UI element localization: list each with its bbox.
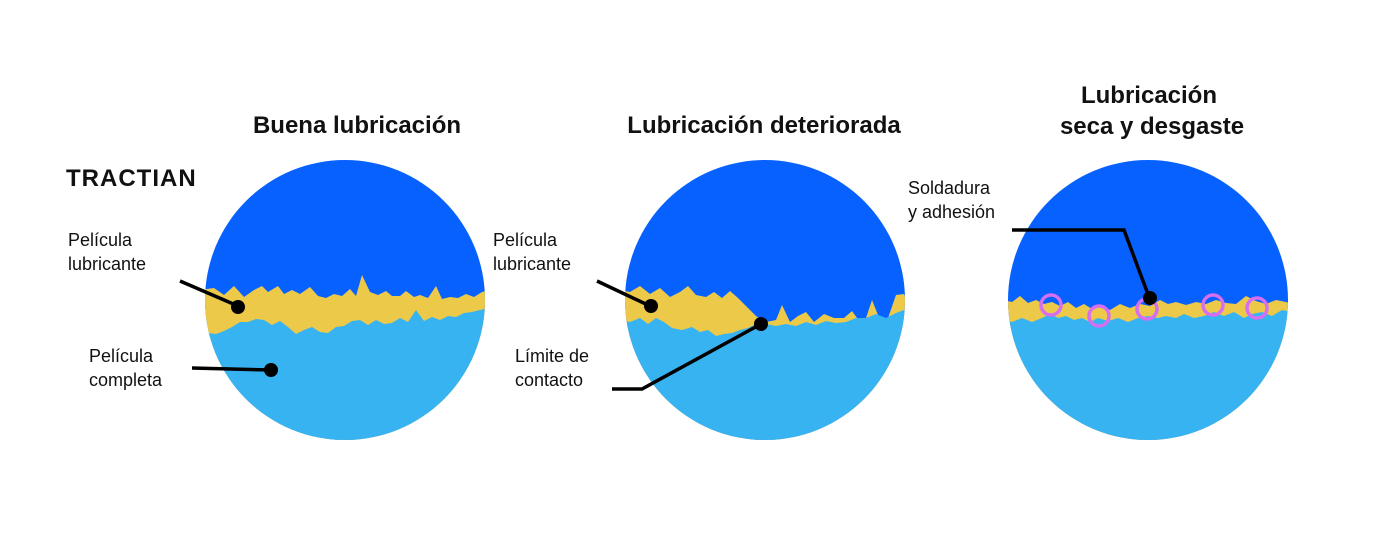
- panel-2-contact-dot: [754, 317, 768, 331]
- panel-3-weld-dot: [1143, 291, 1157, 305]
- panel-3-lower-surface: [1008, 310, 1288, 440]
- panel-3-weld-marker-5: [1245, 296, 1269, 320]
- panel-3-title-line-2: seca y desgaste: [1060, 113, 1244, 140]
- panel-1-film-leader: [179, 279, 239, 308]
- panel-3-weld-label-line-2: y adhesión: [908, 202, 995, 222]
- panel-2-film-label-line-1: Película: [493, 230, 558, 250]
- panel-1-title: Buena lubricación: [253, 112, 461, 139]
- panel-3-weld-leader: [1012, 228, 1151, 298]
- panel-3-title-line-1: Lubricación: [1081, 82, 1217, 109]
- panel-1-full-label-line-1: Película: [89, 346, 154, 366]
- panel-1-lower-surface: [205, 308, 485, 440]
- panel-2-lower-surface: [625, 310, 905, 440]
- panel-1-full-label-line-2: completa: [89, 370, 163, 390]
- panel-2-contact-leader: [612, 322, 762, 391]
- panel-1-circle: [205, 160, 485, 440]
- panel-1-film-label-line-2: lubricante: [68, 254, 146, 274]
- panel-2-circle: [625, 160, 905, 440]
- panel-2-contact-label-line-1: Límite de: [515, 346, 589, 366]
- tractian-logo: TRACTIAN: [66, 165, 197, 192]
- panel-3-weld-marker-4: [1201, 293, 1225, 317]
- panel-2-contact-label-line-2: contacto: [515, 370, 583, 390]
- panel-3-weld-marker-2: [1087, 304, 1111, 328]
- panel-1-film-label-line-1: Película: [68, 230, 133, 250]
- panel-2-film-label-line-2: lubricante: [493, 254, 571, 274]
- panel-2-film-dot: [644, 299, 658, 313]
- panel-1-full-dot: [264, 363, 278, 377]
- panel-2-title: Lubricación deteriorada: [627, 112, 901, 139]
- panel-1-full-leader: [191, 366, 272, 372]
- panel-3-weld-marker-1: [1039, 293, 1063, 317]
- panel-3-weld-label-line-1: Soldadura: [908, 178, 991, 198]
- panel-1-film-dot: [231, 300, 245, 314]
- panel-2-film-leader: [596, 279, 651, 308]
